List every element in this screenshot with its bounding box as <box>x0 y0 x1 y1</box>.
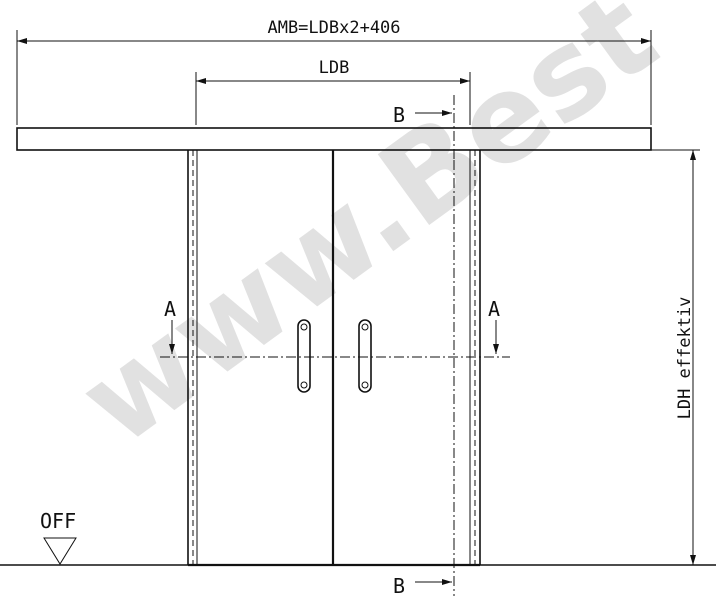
right-handle <box>358 319 372 393</box>
section-b-top-label: B <box>393 103 405 127</box>
watermark: www.Best <box>56 0 681 473</box>
section-b-top: B <box>393 95 455 160</box>
floor-level-label: OFF <box>40 509 76 533</box>
door-width-dimension: LDB <box>195 58 471 125</box>
section-b-bottom-label: B <box>393 574 405 596</box>
floor-level-marker: OFF <box>40 509 77 565</box>
section-b-bottom: B <box>393 540 455 596</box>
overall-width-label: AMB=LDBx2+406 <box>267 18 400 38</box>
left-handle <box>297 319 311 393</box>
door-height-label: LDH effektiv <box>675 297 695 420</box>
section-a-left: A <box>164 297 176 354</box>
floor-level-triangle <box>43 537 77 565</box>
overall-width-dimension: AMB=LDBx2+406 <box>16 18 652 125</box>
door-height-dimension: LDH effektiv <box>600 149 700 566</box>
door-width-label: LDB <box>319 58 350 78</box>
section-a-right-label: A <box>488 297 500 321</box>
section-a-left-label: A <box>164 297 176 321</box>
section-a-right: A <box>488 297 500 354</box>
